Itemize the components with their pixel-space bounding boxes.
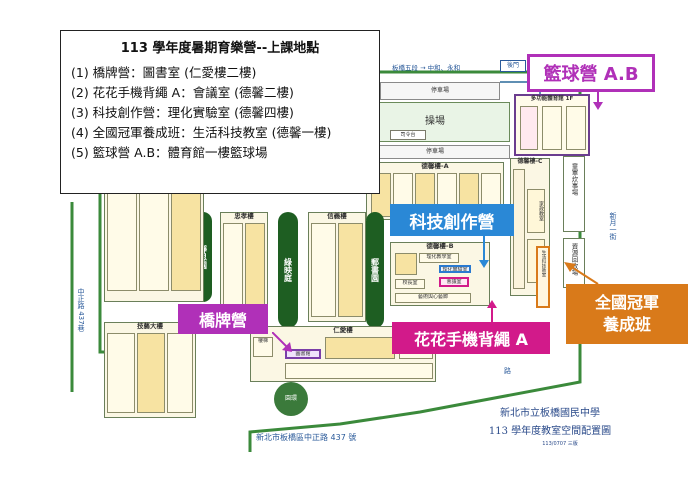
callout-science: 科技創作營 <box>390 204 514 236</box>
arrow-basketball <box>593 90 603 110</box>
legend-line-2: (2) 花花手機背繩 A：會議室 (德馨二樓) <box>71 85 294 100</box>
road-right-label: 新月一街 <box>609 212 617 240</box>
map-title-line1: 新北市立板橋國民中學 <box>500 408 600 419</box>
podium: 司令台 <box>390 130 426 140</box>
recycle-station: 資源回收場 <box>563 238 585 288</box>
legend-title: 113 學年度暑期育樂營--上課地點 <box>120 41 320 56</box>
legend-line-4: (4) 全國冠軍養成班：生活科技教室 (德馨一樓) <box>71 125 332 140</box>
dexin-b-building: 德馨樓-B 理化教學室 理化實驗室 校長室 會議室 藝術與心藝廊 <box>390 242 490 306</box>
sports-field: 操場 <box>360 102 510 142</box>
callout-champion-line2: 養成班 <box>602 315 651 334</box>
arrow-bridge <box>272 332 292 352</box>
luying-garden: 綠映庭 <box>278 212 298 328</box>
callout-phone-strap: 花花手機背繩 A <box>392 322 550 354</box>
legend-line-1: (1) 橋牌營：圖書室 (仁愛樓二樓) <box>71 65 257 80</box>
callout-basketball: 籃球營 A.B <box>527 54 655 92</box>
road-top-label: 板橋五段 → 中和、永和 <box>392 64 461 72</box>
living-tech-room: 生活科技教室 <box>536 246 550 308</box>
legend-box: 113 學年度暑期育樂營--上課地點 (1) 橋牌營：圖書室 (仁愛樓二樓) (… <box>60 30 380 194</box>
stadium: 園環 <box>274 382 308 416</box>
arrow-champion <box>564 262 599 285</box>
west-building <box>104 172 204 302</box>
legend-line-5: (5) 籃球營 A.B：體育館一樓籃球場 <box>71 145 268 160</box>
gym-building: 多功能體育館 1F <box>514 94 590 156</box>
map-title-line2: 113 學年度教室空間配置圖 <box>488 426 612 437</box>
arrow-phone-strap <box>487 300 497 324</box>
back-gate: 後門 <box>500 60 526 72</box>
renai-building: 仁愛樓 樓梯 圖書館 廁所 <box>250 326 436 382</box>
callout-bridge: 橋牌營 <box>178 304 268 334</box>
callout-champion-line1: 全國冠軍 <box>594 293 659 312</box>
school-address: 新北市板橋區中正路 437 號 <box>256 433 357 442</box>
jiyi-building: 技藝大樓 <box>104 322 196 418</box>
xinyi-building: 信義樓 <box>308 212 366 322</box>
campus-map: 中正路 437巷 板橋五段 → 中和、永和 後門 停車場 停車場 操場 司令台 … <box>60 52 620 462</box>
shuxiang-garden: 郵書園 <box>366 212 384 328</box>
scouts-kitchen: 童軍炊事場 <box>563 156 585 232</box>
parking-top: 停車場 <box>380 82 500 100</box>
road-left-label: 中正路 437巷 <box>77 288 85 332</box>
map-version: 113/0707 三版 <box>542 441 578 447</box>
parking-mid: 停車場 <box>360 145 510 159</box>
arrow-science <box>479 236 489 268</box>
callout-champion: 全國冠軍 養成班 <box>566 284 688 344</box>
legend-line-3: (3) 科技創作營：理化實驗室 (德馨四樓) <box>71 105 294 120</box>
road-bottom-label: 路 <box>504 367 511 375</box>
